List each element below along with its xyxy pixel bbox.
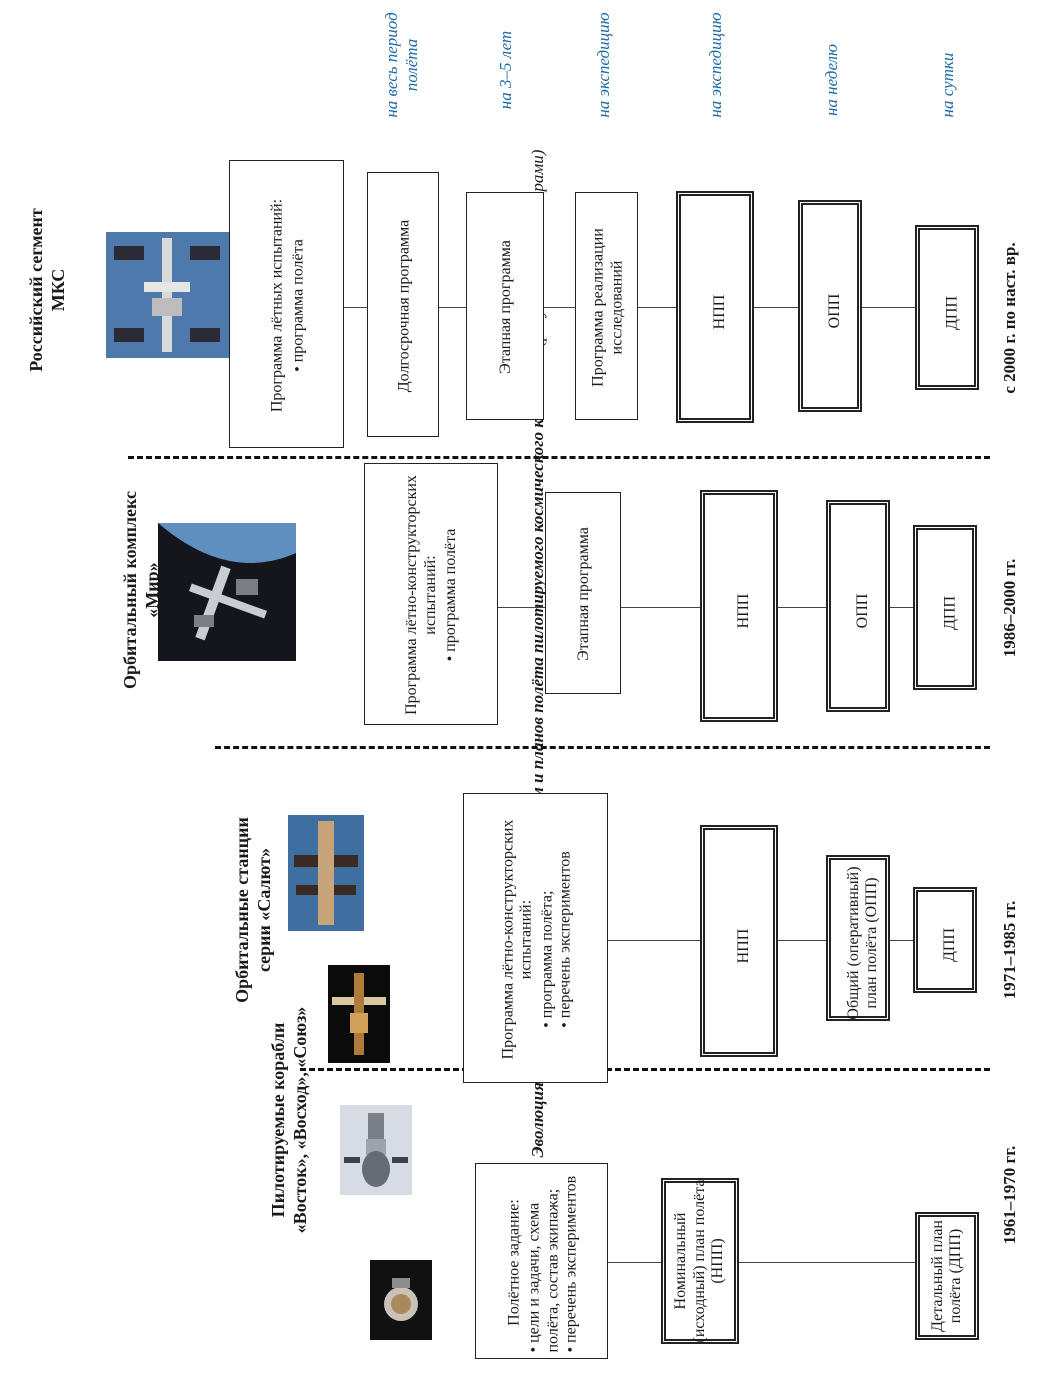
long-term-program-box: Долгосрочная программа	[367, 172, 439, 437]
program-item: программа полёта	[442, 529, 460, 662]
horizon-label-3-5-years: на 3–5 лет	[496, 30, 516, 110]
program-box-salyut: Программа лётно-конструкторских испытани…	[463, 793, 608, 1083]
npp-box-mir: НПП	[700, 490, 778, 722]
connector-mir	[470, 607, 915, 608]
program-item: программа полёта	[289, 239, 307, 372]
npp-box-vostok: Номинальный (исходный) план полёта (НПП)	[661, 1178, 739, 1344]
period-iss: с 2000 г. по наст. вр.	[1000, 242, 1019, 394]
program-title: Программа лётных испытаний:	[268, 198, 286, 412]
separator-salyut-mir	[215, 746, 990, 749]
era-title-vostok: Пилотируемые корабли «Восток», «Восход»,…	[268, 1006, 310, 1234]
stage-program-box-iss: Этапная программа	[466, 192, 544, 420]
horizon-label-week: на неделю	[822, 43, 842, 117]
stage-program-box-mir: Этапная программа	[545, 492, 621, 694]
separator-mir-iss	[128, 456, 990, 459]
dpp-box-mir: ДПП	[913, 525, 977, 690]
salyut-photo-2	[288, 815, 364, 931]
horizon-label-day: на сутки	[938, 52, 958, 118]
era-title-salyut: Орбитальные станции серии «Салют»	[232, 817, 274, 1003]
horizon-label-expedition-2: на экспедицию	[706, 12, 726, 118]
program-title: Программа лётно-конструкторских испытани…	[403, 475, 439, 715]
horizon-label-expedition-1: на экспедицию	[594, 12, 614, 118]
period-salyut: 1971–1985 гг.	[1000, 900, 1019, 1000]
horizon-label-whole-flight: на весь период полёта	[382, 12, 421, 118]
connector-vostok	[607, 1262, 915, 1263]
salyut-photo-1	[328, 965, 390, 1063]
opp-box-mir: ОПП	[826, 500, 890, 712]
mir-photo	[158, 523, 296, 661]
opp-box-salyut: Общий (оперативный) план полёта (ОПП)	[826, 855, 890, 1021]
soyuz-photo-1	[370, 1260, 432, 1340]
dpp-box-salyut: ДПП	[913, 887, 977, 993]
npp-box-salyut: НПП	[700, 825, 778, 1057]
research-program-box: Программа реализации исследований	[575, 192, 638, 420]
program-box-iss: Программа лётных испытаний: программа по…	[229, 160, 344, 448]
program-box-mir: Программа лётно-конструкторских испытани…	[364, 463, 498, 725]
period-mir: 1986–2000 гг.	[1000, 558, 1019, 658]
dpp-box-vostok: Детальный план полёта (ДПП)	[915, 1212, 979, 1340]
opp-box-iss: ОПП	[798, 200, 862, 412]
npp-box-iss: НПП	[676, 191, 754, 423]
dpp-box-iss: ДПП	[915, 225, 979, 390]
period-vostok: 1961–1970 гг.	[1000, 1145, 1019, 1245]
program-item: программа полёта;	[538, 851, 556, 1028]
program-title: Программа лётно-конструкторских испытани…	[498, 819, 535, 1059]
iss-photo	[106, 232, 230, 358]
era-title-iss: Российский сегмент МКС	[26, 208, 68, 372]
flight-task-box: Полётное задание: цели и задачи, схема п…	[475, 1163, 608, 1359]
flight-task-item: цели и задачи, схема полёта, состав экип…	[525, 1172, 562, 1352]
program-item: перечень экспериментов	[556, 851, 574, 1028]
flight-task-title: Полётное задание:	[504, 1198, 522, 1326]
separator-vostok-salyut	[300, 1068, 990, 1071]
flight-task-item: перечень экспериментов	[562, 1172, 580, 1352]
soyuz-photo-2	[340, 1105, 412, 1195]
